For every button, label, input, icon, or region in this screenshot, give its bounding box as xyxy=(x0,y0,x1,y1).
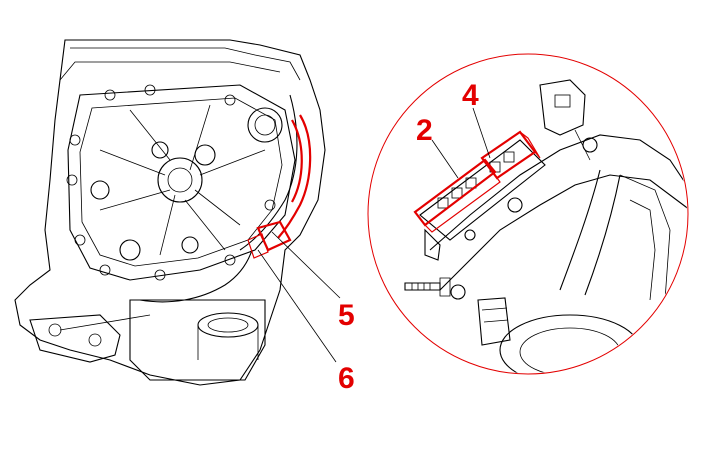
detail-magnifier xyxy=(367,53,689,375)
leader-line-2 xyxy=(431,139,459,179)
transmission-housing xyxy=(14,39,326,386)
callout-5: 5 xyxy=(338,299,355,332)
leader-line-6 xyxy=(257,249,337,363)
callout-2: 2 xyxy=(416,114,433,147)
connector-2-outline xyxy=(413,158,497,227)
callout-6: 6 xyxy=(338,362,355,395)
callout-4: 4 xyxy=(462,79,479,112)
leader-line-5 xyxy=(271,231,341,299)
wiring-harness-highlight xyxy=(247,114,312,259)
leader-line-4 xyxy=(472,107,491,159)
